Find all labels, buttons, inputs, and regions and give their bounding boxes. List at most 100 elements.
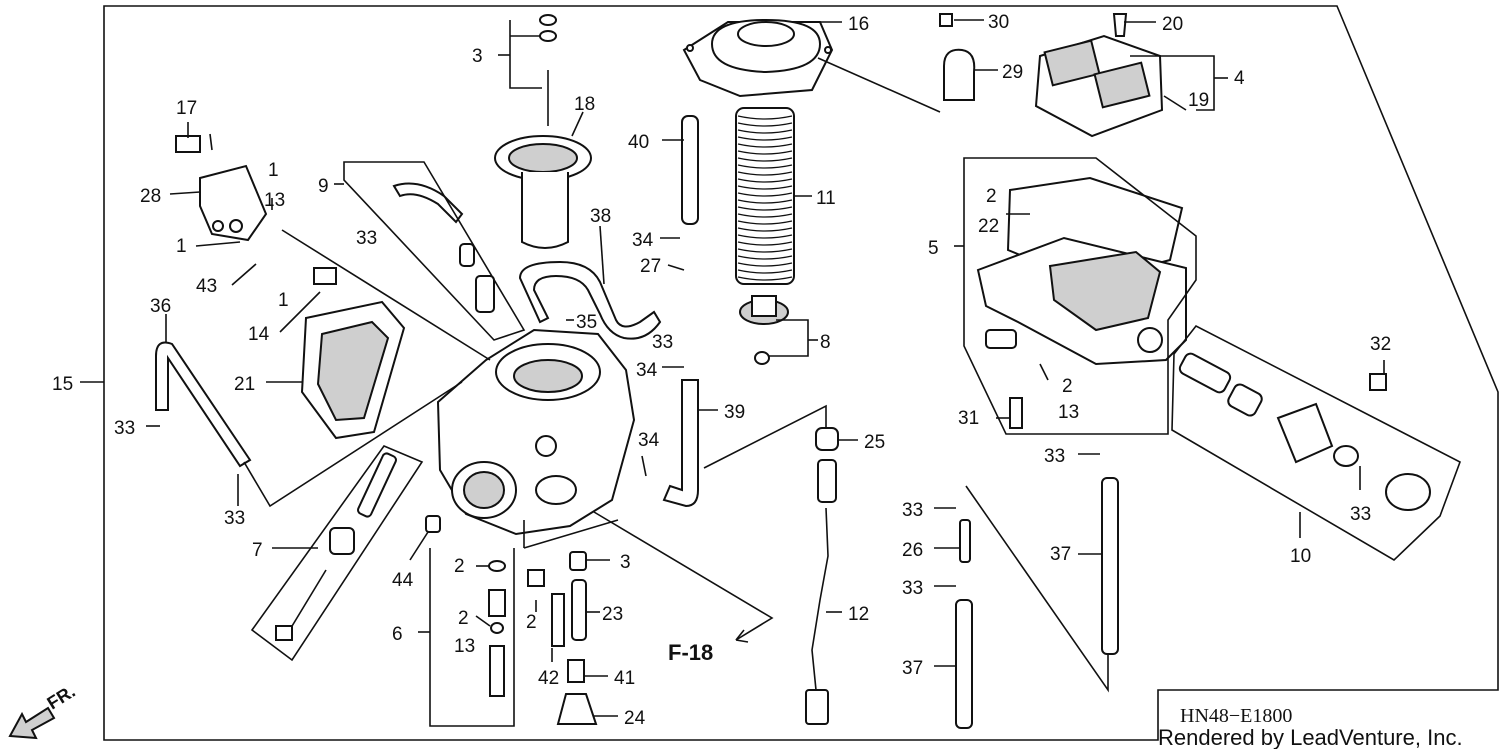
callout-12: 12 [848,604,869,625]
callout-2: 2 [1062,376,1073,397]
callout-3: 3 [620,552,631,573]
callout-28: 28 [140,186,161,207]
part-28-housing [175,135,268,242]
spring-coil [737,171,793,176]
callout-27: 27 [640,256,661,277]
callout-9: 9 [318,176,329,197]
callout-36: 36 [150,296,171,317]
part-4-float-set [1034,13,1187,138]
diagram-frame [103,5,1499,741]
part-7-pilot-screw [275,452,397,641]
reference-f18: F-18 [668,640,713,665]
spring-coil [737,164,793,169]
callout-33: 33 [902,578,923,599]
part-6-jet-stack [488,560,506,697]
callout-3: 3 [472,46,483,67]
part-11-spring [735,107,795,285]
callout-33: 33 [902,500,923,521]
spring-coil [737,136,793,141]
spring-coil [737,262,793,267]
spring-coil [737,248,793,253]
callout-29: 29 [1002,62,1023,83]
part-44-screw [425,515,441,533]
callout-2: 2 [454,556,465,577]
callout-13: 13 [454,636,475,657]
callout-38: 38 [590,206,611,227]
part-37-tube-b [1101,477,1119,655]
part-8-needle-holder [739,295,789,365]
callout-37: 37 [1050,544,1071,565]
spring-coil [737,129,793,134]
callout-26: 26 [902,540,923,561]
part-12-cable [805,427,839,725]
callout-21: 21 [234,374,255,395]
callout-30: 30 [988,12,1009,33]
callout-40: 40 [628,132,649,153]
callout-33: 33 [114,418,135,439]
part-16-top-cover [682,18,834,98]
front-arrow-icon [8,706,56,740]
callout-34: 34 [638,430,660,451]
part-10-accel-pump [1178,352,1431,511]
spring-coil [737,255,793,260]
part-37-tube-a [955,599,973,729]
callout-10: 10 [1290,546,1311,567]
part-5-float-chamber [976,176,1187,429]
spring-coil [737,143,793,148]
callout-11: 11 [816,188,836,209]
callout-35: 35 [576,312,597,333]
callout-33: 33 [1350,504,1371,525]
callout-44: 44 [392,570,414,591]
callout-43: 43 [196,276,217,297]
callout-33: 33 [356,228,377,249]
part-39-tube [662,379,699,508]
callout-4: 4 [1234,68,1245,89]
spring-coil [737,206,793,211]
spring-coil [737,199,793,204]
callout-1: 1 [268,160,279,181]
spring-coil [737,157,793,162]
callout-42: 42 [538,668,559,689]
callout-7: 7 [252,540,263,561]
part-carburetor-body [436,328,636,536]
callout-41: 41 [614,668,635,689]
spring-coil [737,178,793,183]
callout-5: 5 [928,238,939,259]
spring-coil [737,276,793,281]
spring-coil [737,150,793,155]
callout-16: 16 [848,14,869,35]
spring-coil [737,122,793,127]
callout-20: 20 [1162,14,1183,35]
callout-13: 13 [264,190,285,211]
callout-31: 31 [958,408,979,429]
callout-24: 24 [624,708,646,729]
callout-1: 1 [278,290,289,311]
callout-25: 25 [864,432,885,453]
callout-15: 15 [52,374,73,395]
callout-13: 13 [1058,402,1079,423]
callout-19: 19 [1188,90,1209,111]
callout-2: 2 [526,612,537,633]
part-36-hose [155,341,252,468]
spring-coil [737,220,793,225]
spring-coil [737,234,793,239]
part-9-pipe [392,182,495,313]
drawing-code: HN48−E1800 [1180,705,1292,727]
spring-coil [737,213,793,218]
leader-lines [8,19,1461,740]
part-40-tube [681,115,699,225]
callout-33: 33 [652,332,673,353]
spring-coil [737,269,793,274]
callout-2: 2 [458,608,469,629]
callout-2: 2 [986,186,997,207]
callout-39: 39 [724,402,745,423]
callout-1: 1 [176,236,187,257]
callout-17: 17 [176,98,197,119]
callout-18: 18 [574,94,595,115]
part-21-cover [300,267,406,440]
callout-6: 6 [392,624,403,645]
callout-22: 22 [978,216,999,237]
part-38-hose [518,260,662,340]
